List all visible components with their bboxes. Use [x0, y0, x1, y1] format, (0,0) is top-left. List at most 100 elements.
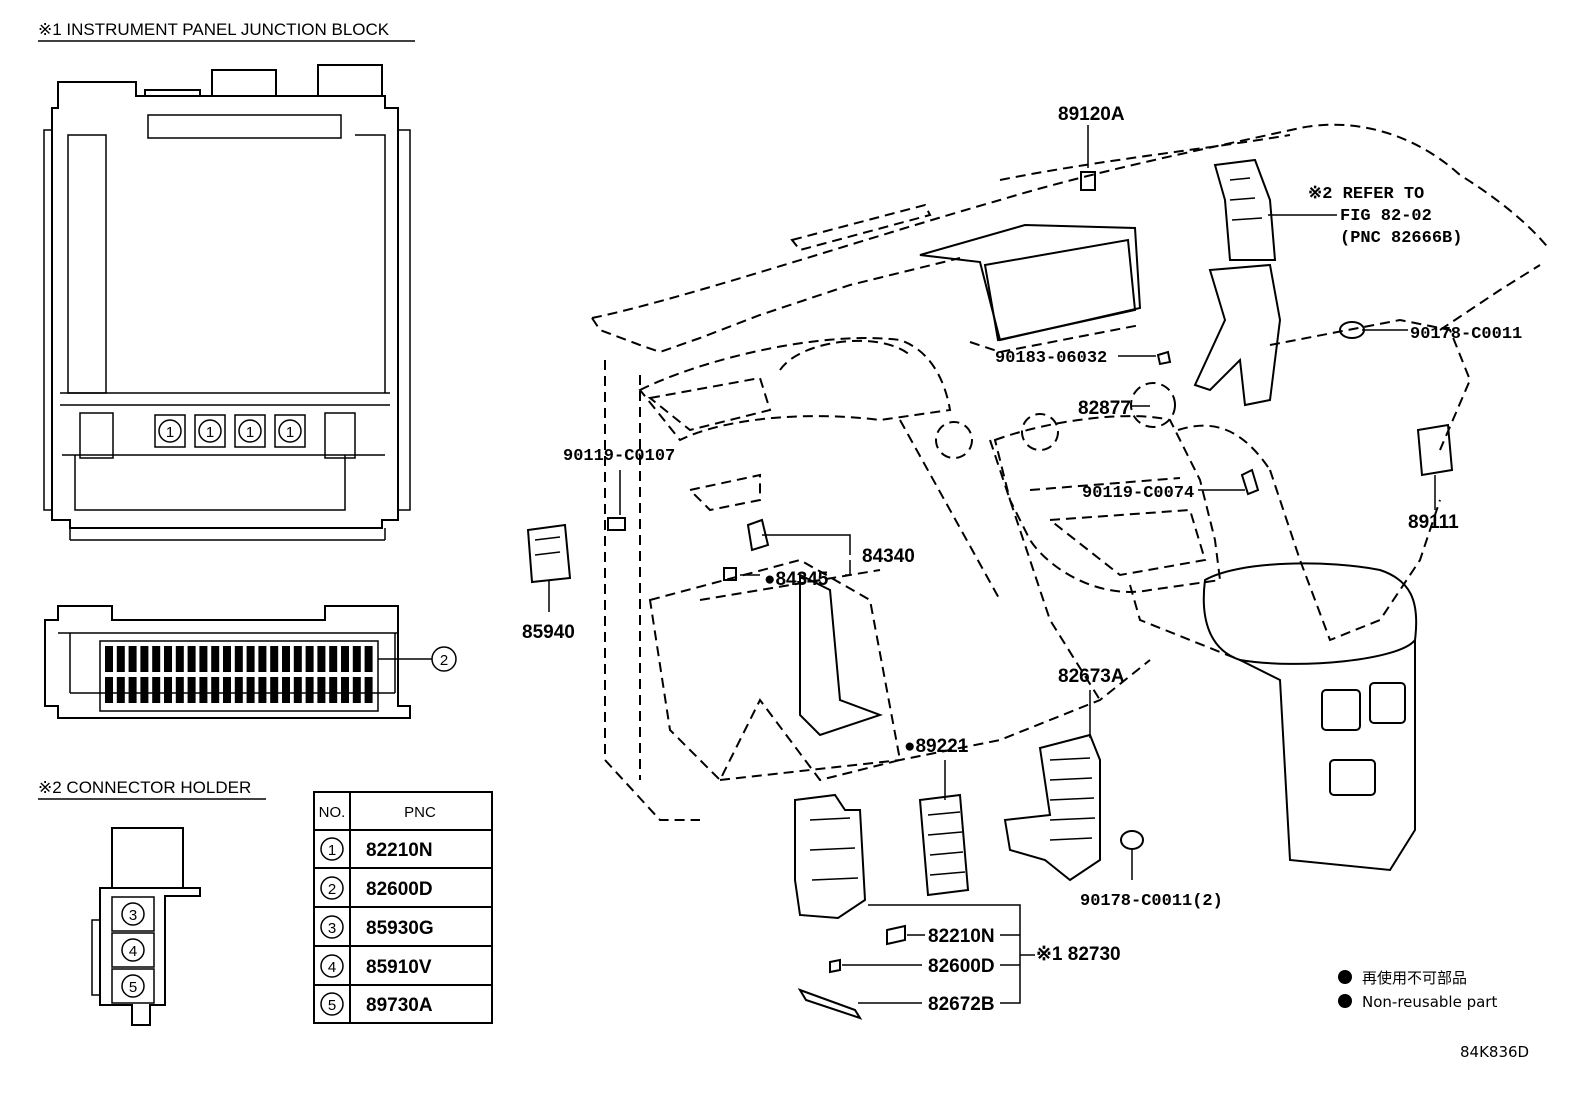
callout-4: 4: [129, 943, 137, 960]
connector-pin: [317, 646, 326, 672]
label-85940: 85940: [522, 622, 575, 643]
connector-pin: [223, 677, 231, 703]
connector-pin: [175, 646, 184, 672]
pnc-table: NO. PNC 1 2 3 4 5 82210N 82600D 85930G 8…: [313, 791, 493, 1024]
connector-pin: [116, 646, 125, 672]
connector-pin: [234, 646, 243, 672]
callout-2: 2: [440, 652, 448, 669]
connector-pin: [258, 646, 267, 672]
connector-pin: [140, 677, 149, 703]
connector-pin: [317, 677, 326, 703]
table-row-pnc: 82210N: [366, 840, 433, 861]
connector-pin: [105, 646, 113, 672]
label-90119-C0074: 90119-C0074: [1082, 484, 1194, 503]
label-82730: ※1 82730: [1036, 944, 1121, 965]
connector-pin: [270, 677, 279, 703]
table-row-no: 2: [328, 881, 336, 898]
connector-pin: [128, 677, 137, 703]
legend-jp: 再使用不可部品: [1362, 969, 1467, 987]
label-84340: 84340: [862, 546, 915, 567]
label-90119-C0107: 90119-C0107: [563, 447, 675, 466]
connector-pin: [140, 646, 149, 672]
dashboard-sketch: [526, 123, 1551, 1020]
leader-lines: [548, 125, 1436, 1004]
connector-pin: [105, 677, 113, 703]
connector-pin: [364, 677, 373, 703]
label-refer-line2: FIG 82-02: [1340, 207, 1432, 226]
connector-pin: [270, 646, 279, 672]
label-82877: 82877: [1078, 398, 1131, 419]
callout-1-group: 1 1 1 1: [158, 419, 302, 443]
label-82600D: 82600D: [928, 956, 995, 977]
table-header-no: NO.: [319, 804, 346, 821]
connector-pin: [128, 646, 137, 672]
connector-pin: [187, 677, 196, 703]
connector-pin: [199, 677, 208, 703]
label-89111: 89111: [1408, 512, 1459, 533]
callout-1a: 1: [166, 424, 174, 441]
connector-pin: [246, 646, 255, 672]
connector-pin: [258, 677, 267, 703]
connector-pin: [152, 646, 161, 672]
label-82210N: 82210N: [928, 926, 995, 947]
connector-pin: [329, 677, 338, 703]
connector-pin: [352, 646, 361, 672]
connector-pin: [329, 646, 338, 672]
connector-pin: [234, 677, 243, 703]
callout-5: 5: [129, 979, 137, 996]
table-row-pnc: 85930G: [366, 918, 434, 939]
connector-pin-grid: [105, 646, 373, 703]
label-84345: ●84345: [764, 569, 829, 590]
connector-pin: [282, 646, 290, 672]
connector-pin: [211, 646, 220, 672]
table-row-no: 1: [328, 842, 336, 859]
junction-block-header: ※1 INSTRUMENT PANEL JUNCTION BLOCK: [38, 20, 390, 39]
connector-holder-drawing: [91, 827, 201, 1026]
label-90178-C0011: 90178-C0011: [1410, 325, 1522, 344]
label-89221: ●89221: [904, 736, 969, 757]
callout-3: 3: [129, 907, 137, 924]
label-refer-line1: ※2 REFER TO: [1308, 185, 1424, 204]
table-row-pnc: 85910V: [366, 957, 432, 978]
connector-holder-header: ※2 CONNECTOR HOLDER: [38, 778, 251, 797]
legend: 再使用不可部品 Non-reusable part: [1338, 969, 1497, 1011]
label-82672B: 82672B: [928, 994, 995, 1015]
table-header-pnc: PNC: [404, 804, 436, 821]
legend-en: Non-reusable part: [1362, 993, 1497, 1011]
connector-pin: [352, 677, 361, 703]
connector-pin: [341, 677, 349, 703]
connector-pin: [152, 677, 161, 703]
label-refer-line3: (PNC 82666B): [1340, 229, 1462, 248]
table-row-pnc: 82600D: [366, 879, 433, 900]
connector-pin: [116, 677, 125, 703]
table-row-no: 4: [328, 959, 336, 976]
connector-pin: [341, 646, 349, 672]
connector-pin: [293, 646, 302, 672]
connector-pin: [246, 677, 255, 703]
table-row-no: 5: [328, 997, 336, 1014]
label-89120A: 89120A: [1058, 104, 1125, 125]
connector-pin: [199, 646, 208, 672]
connector-pin: [305, 677, 314, 703]
connector-pin: [164, 646, 172, 672]
callout-1c: 1: [246, 424, 254, 441]
label-90183-06032: 90183-06032: [995, 349, 1107, 368]
connector-pin: [175, 677, 184, 703]
part-labels: 89120A ※2 REFER TO FIG 82-02 (PNC 82666B…: [522, 104, 1522, 1015]
figure-id: 84K836D: [1460, 1043, 1529, 1061]
connector-pin: [164, 677, 172, 703]
label-82673A: 82673A: [1058, 666, 1125, 687]
connector-pin: [187, 646, 196, 672]
connector-pin: [223, 646, 231, 672]
connector-pin: [364, 646, 373, 672]
table-row-pnc: 89730A: [366, 995, 433, 1016]
connector-pin: [211, 677, 220, 703]
table-row-no: 3: [328, 920, 336, 937]
connector-pin: [293, 677, 302, 703]
label-90178-C0011-2: 90178-C0011(2): [1080, 892, 1223, 911]
connector-pin: [305, 646, 314, 672]
connector-pin: [282, 677, 290, 703]
junction-block-drawing: [43, 64, 411, 541]
callout-1d: 1: [286, 424, 294, 441]
